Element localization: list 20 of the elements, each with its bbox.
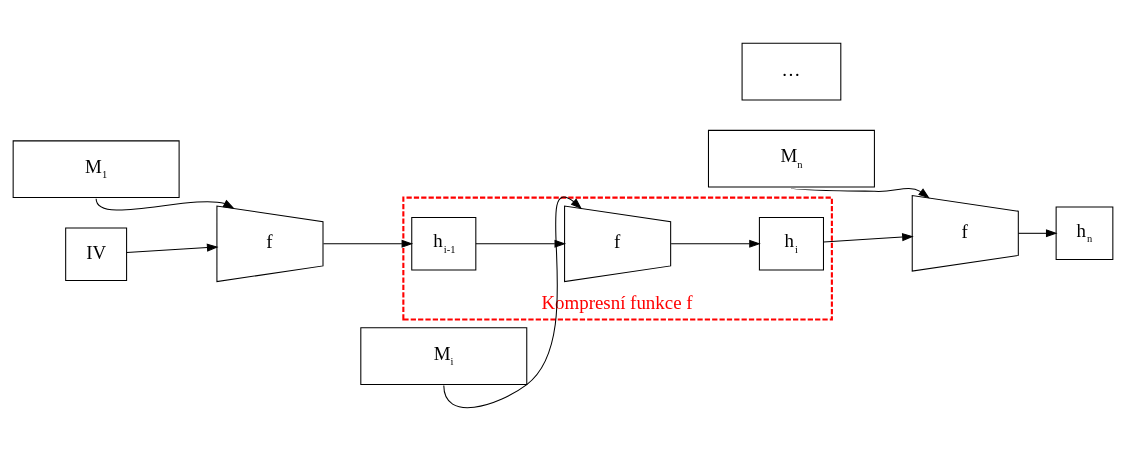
arrow: [1017, 229, 1058, 238]
arrow: [322, 239, 414, 248]
arrow: [95, 198, 235, 211]
arrow: [823, 233, 914, 243]
node-box: IV: [65, 227, 128, 282]
arrow: [443, 196, 583, 409]
arrow: [670, 239, 761, 248]
arrow: [475, 239, 567, 248]
node-box: M$_{i}$: [360, 327, 528, 386]
node-box: f: [216, 205, 324, 283]
node-box: h$_{i}$: [758, 217, 824, 271]
node-box: f: [564, 205, 672, 283]
node-box: h$_{i-1}$: [411, 217, 477, 271]
node-box: f: [911, 194, 1019, 272]
node-box: …: [741, 42, 842, 101]
node-box: M$_{1}$: [12, 140, 180, 199]
arrow: [126, 243, 219, 254]
arrow: [790, 187, 930, 199]
node-box: h$_{n}$: [1055, 206, 1114, 261]
node-box: M$_{n}$: [707, 129, 875, 188]
